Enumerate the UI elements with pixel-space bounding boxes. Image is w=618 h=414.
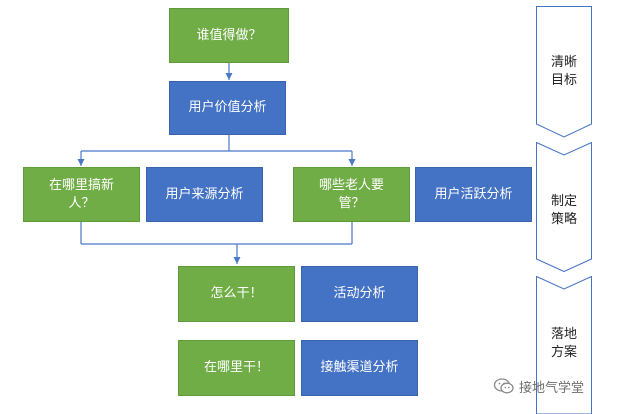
stage-make-strategy-line1: 制定 [550,194,577,209]
node-user-active: 用户活跃分析 [415,167,532,222]
watermark: 接地气学堂 [493,375,584,397]
stage-clear-goal-line2: 目标 [550,73,577,88]
node-activity: 活动分析 [301,266,418,322]
node-user-value-label: 用户价值分析 [188,100,267,115]
watermark-text: 接地气学堂 [519,380,585,396]
wechat-icon [493,378,514,394]
node-where-do: 在哪里干！ [178,340,295,396]
node-how-do-label: 怎么干！ [210,286,263,301]
chevron-shape-icon [536,6,592,138]
node-user-active-label: 用户活跃分析 [434,186,513,202]
chevron-shape-icon [536,142,592,272]
node-channel: 接触渠道分析 [301,340,418,396]
node-user-source-label: 用户来源分析 [165,186,244,202]
node-user-value: 用户价值分析 [169,81,286,135]
node-where-new-label: 在哪里搞新人？ [48,177,114,211]
stage-execution-plan: 落地 方案 [536,276,592,414]
node-where-new: 在哪里搞新人？ [23,167,140,222]
node-user-source: 用户来源分析 [146,167,263,222]
stage-clear-goal-line1: 清晰 [550,55,577,70]
node-which-old: 哪些老人要管？ [293,167,410,222]
chevron-shape-icon [536,276,592,414]
node-who-worth-label: 谁值得做？ [196,27,262,43]
stage-execution-plan-line1: 落地 [550,327,577,342]
stage-execution-plan-line2: 方案 [550,345,577,360]
node-channel-label: 接触渠道分析 [320,360,399,375]
node-how-do: 怎么干！ [178,266,295,322]
stage-make-strategy: 制定 策略 [536,142,592,272]
stage-make-strategy-line2: 策略 [550,212,577,227]
stage-clear-goal: 清晰 目标 [536,6,592,138]
node-activity-label: 活动分析 [333,286,386,301]
node-who-worth: 谁值得做？ [169,8,289,63]
node-where-do-label: 在哪里干！ [203,360,269,375]
node-which-old-label: 哪些老人要管？ [318,177,384,211]
